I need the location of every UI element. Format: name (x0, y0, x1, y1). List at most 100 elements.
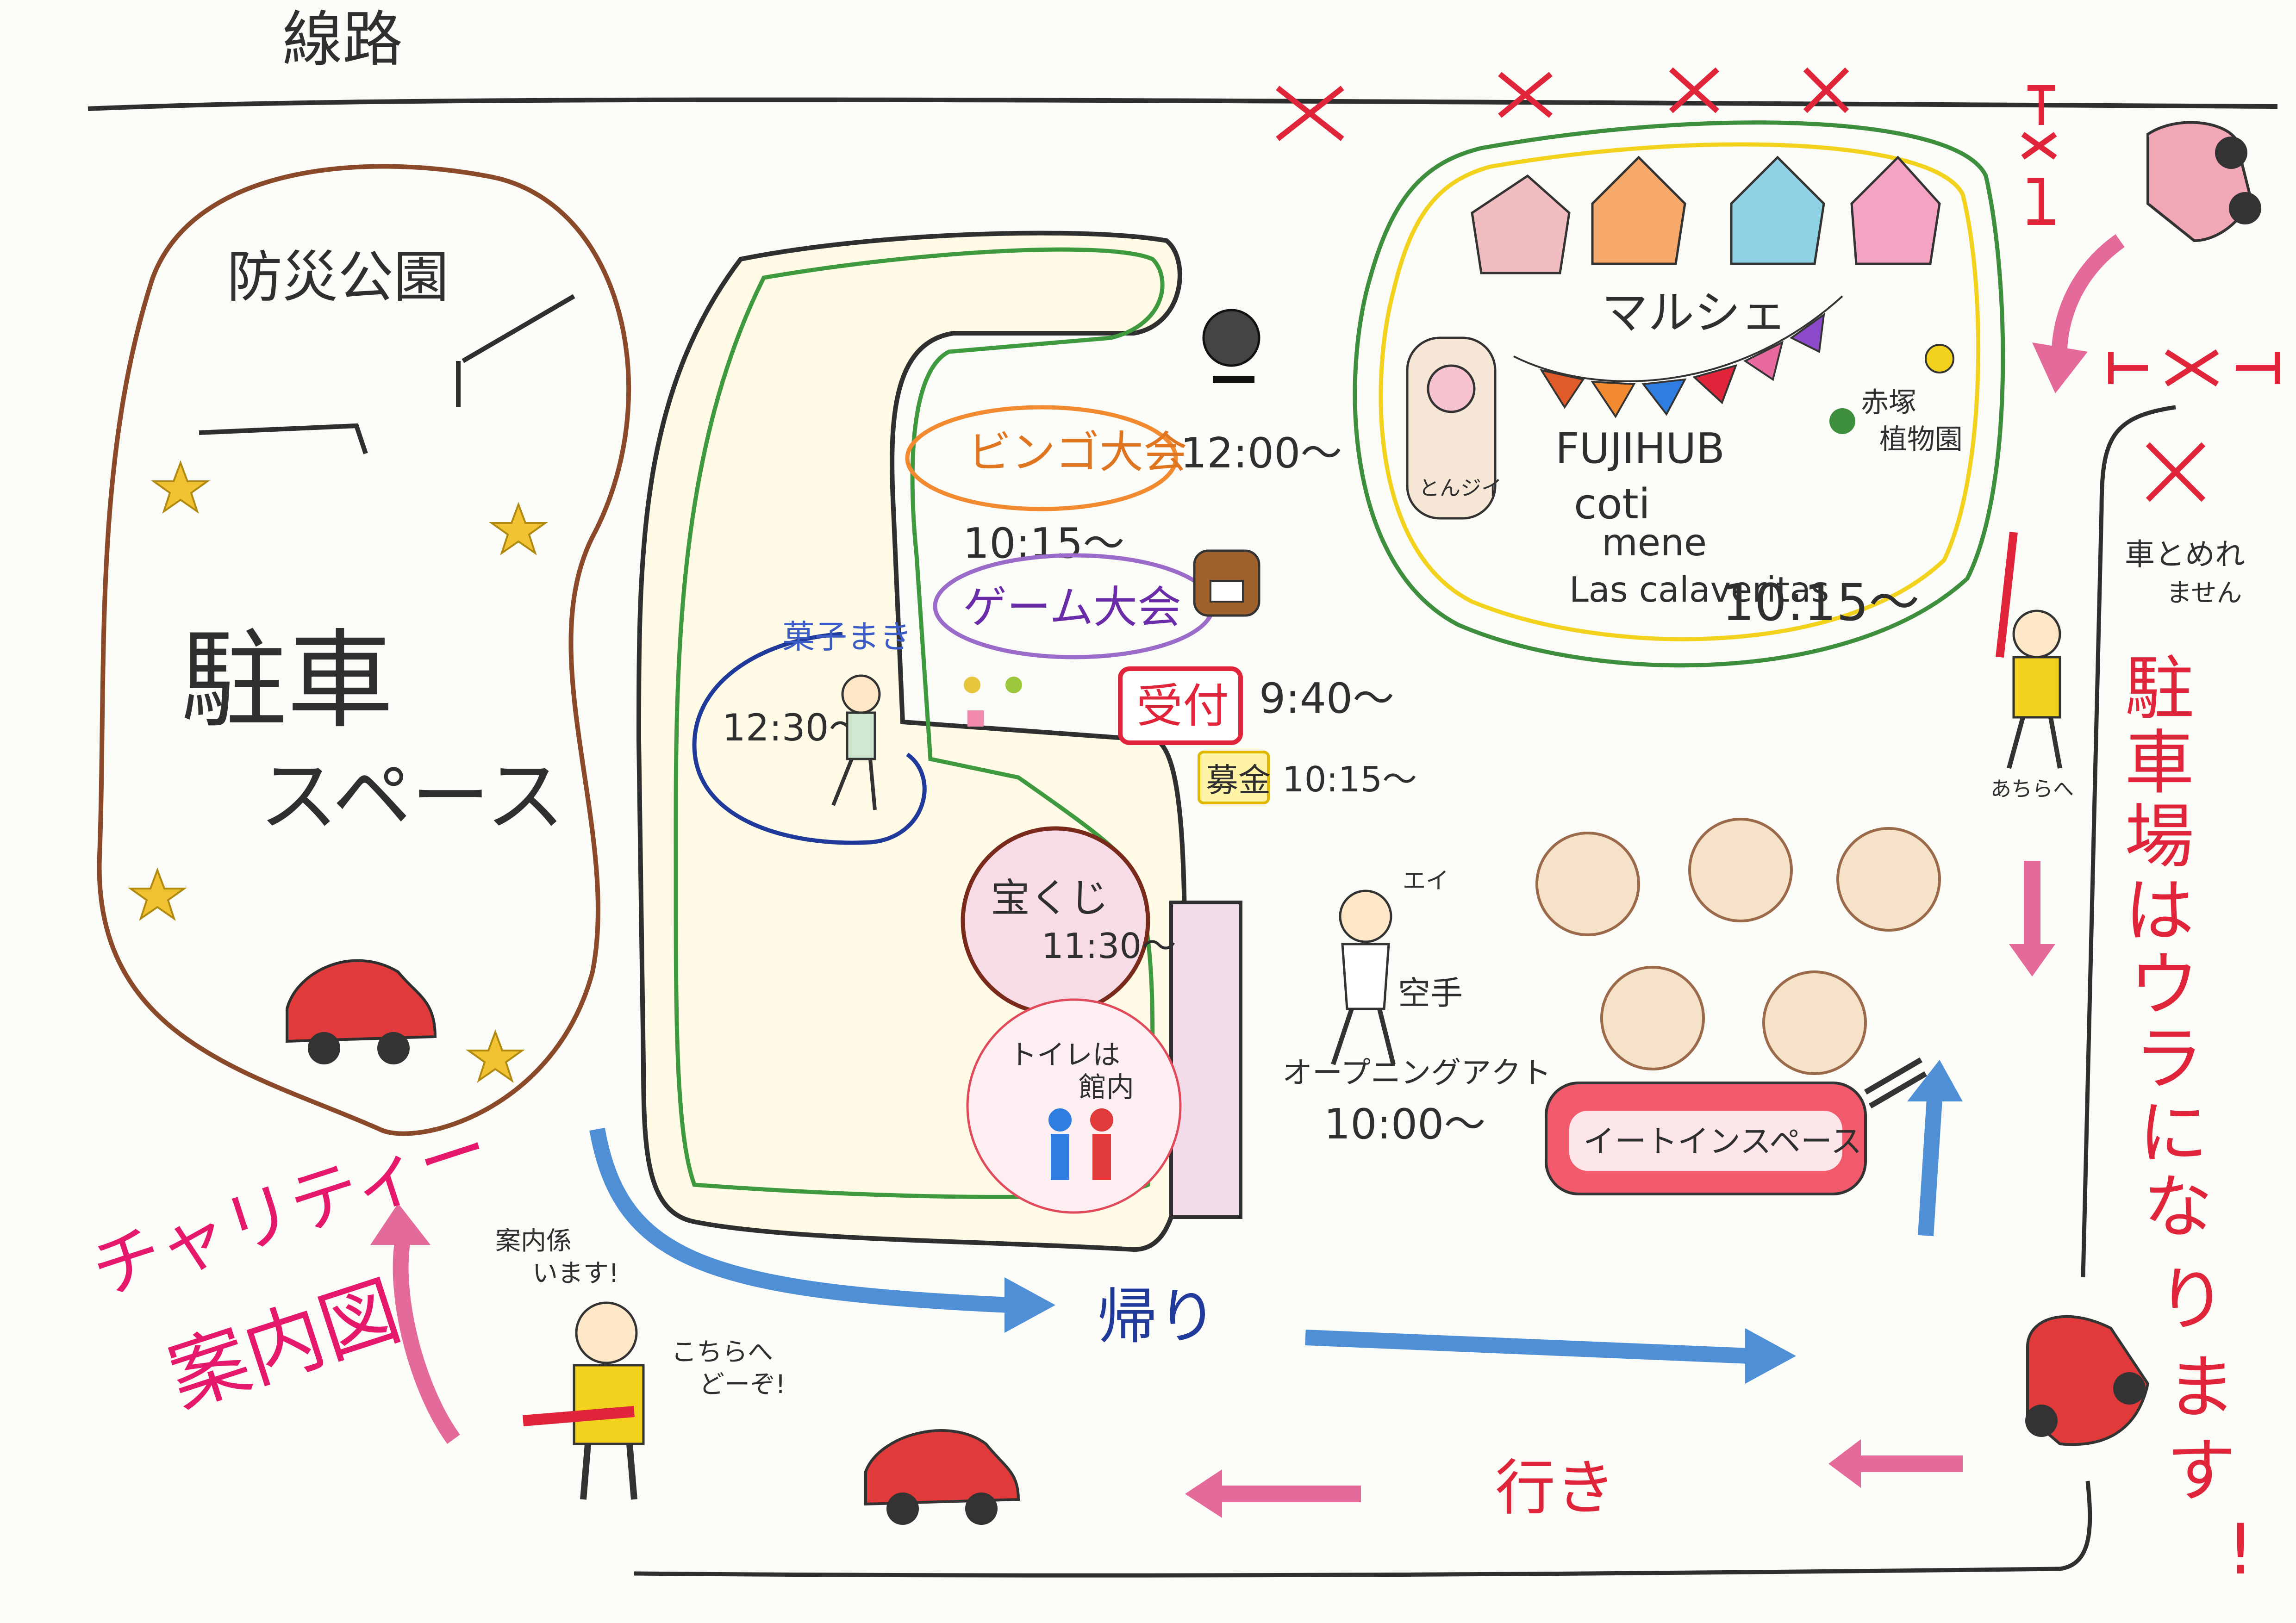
road-edge-bottom (634, 1480, 2092, 1578)
marche-vendor-4: Las calaveritas (1569, 569, 1829, 610)
monster-icon (1193, 549, 1260, 617)
bingo-ring (905, 405, 1178, 511)
candy-person-icon (831, 674, 881, 810)
chopsticks-icon (1864, 1057, 1928, 1109)
game-time: 10:15〜 (963, 519, 1124, 568)
donation-time: 10:15〜 (1282, 759, 1417, 800)
arrow-pink (393, 1239, 460, 1444)
parking-notice-char: ラ (2134, 1019, 2203, 1100)
parking-notice-char: ウ (2129, 945, 2199, 1026)
car-icon (286, 959, 437, 1064)
flow-go-label: 行き (1495, 1453, 1616, 1523)
car-icon (864, 1429, 1020, 1525)
guard-text: あちらへ (1990, 777, 2074, 801)
bunting-flags (1513, 295, 1843, 418)
reception-label: 受付 (1136, 679, 1229, 733)
tent-icon (1471, 174, 1571, 274)
arrow-pink (370, 1203, 430, 1245)
road-edge-right (2081, 405, 2176, 1278)
toilet-label-2: 館内 (1079, 1071, 1134, 1104)
donation-box (1198, 751, 1270, 804)
parking-notice-char: ま (2166, 1348, 2236, 1428)
parking-notice-char: り (2157, 1260, 2227, 1340)
blocked-gate-icon (2021, 85, 2280, 387)
lottery-time: 11:30〜 (1042, 926, 1176, 966)
mascot-name: とんジイ (1419, 476, 1502, 500)
arrow-blue (589, 1128, 1010, 1313)
no-parking-text-2: ません (2166, 578, 2242, 608)
guide-person-text-2: います! (532, 1258, 619, 1288)
flow-return-label: 帰り (1097, 1281, 1217, 1352)
x-mark-icon (1276, 67, 2206, 502)
clover-icon (1829, 408, 1855, 434)
arrow-pink (1222, 1486, 1361, 1502)
no-parking-text-1: 車とめれ (2125, 537, 2245, 572)
arrow-pink (1828, 1439, 1861, 1488)
arrow-blue (1305, 1330, 1750, 1364)
railway-line (87, 97, 2278, 111)
arrow-pink (1861, 1455, 1963, 1472)
marche-time: 10:15〜 (1722, 573, 1920, 632)
guard-person-icon (1996, 532, 2062, 769)
parking-notice-char: ! (2227, 1510, 2254, 1590)
karate-opening: オープニングアクト (1282, 1056, 1551, 1090)
marche-garden-1: 赤塚 (1861, 386, 1916, 419)
bingo-label: ビンゴ大会 (967, 427, 1187, 478)
guide-speech-1: こちらへ (671, 1337, 773, 1367)
charity-title: チャリティー 案内図 (82, 1108, 499, 1425)
arrow-blue (1004, 1277, 1055, 1333)
parking-notice-char: 駐 (2125, 649, 2194, 729)
marche-outline-yellow (1379, 142, 1981, 641)
marche-outline-green (1353, 120, 2005, 668)
flower-icon (1925, 344, 1954, 373)
donation-label: 募金 (1206, 761, 1271, 799)
karate-person-icon (1331, 889, 1396, 1065)
candy-time: 12:30〜 (722, 706, 866, 749)
guide-person-icon (523, 1301, 645, 1500)
parking-notice-char: は (2125, 871, 2194, 951)
toilet-ring (966, 998, 1182, 1214)
lottery-label: 宝くじ (991, 876, 1109, 921)
parking-notice-char: 場 (2125, 797, 2194, 877)
arrow-blue (1745, 1328, 1796, 1384)
marche-title: マルシェ (1602, 286, 1787, 340)
park-name: 防災公園 (227, 245, 449, 310)
candy-icon (964, 677, 980, 693)
reception-box (1118, 666, 1243, 745)
marche-vendor-3: mene (1602, 521, 1707, 564)
eat-in-label: イートインスペース (1583, 1124, 1862, 1160)
game-label: ゲーム大会 (963, 582, 1181, 633)
car-icon (2025, 1315, 2150, 1446)
parking-notice-char: に (2139, 1093, 2208, 1174)
charity-title-line1: チャリティー (82, 1108, 499, 1312)
arrow-blue (1907, 1060, 1963, 1101)
railway-label: 線路 (282, 4, 403, 75)
karate-time: 10:00〜 (1324, 1100, 1485, 1149)
arrow-blue (1918, 1091, 1943, 1237)
candy-label: 菓子まき (782, 618, 912, 656)
arrow-pink (2032, 342, 2088, 393)
arrow-pink (2024, 861, 2040, 944)
parking-notice: 駐 車 場 は ウ ラ に な り ま す ! (2125, 649, 2254, 1590)
park-path-line (199, 294, 575, 454)
marche-vendor-1: FUJIHUB (1555, 424, 1725, 473)
karate-callout: エイ (1403, 867, 1449, 894)
karate-label: 空手 (1398, 974, 1463, 1012)
guide-person-text-1: 案内係 (495, 1226, 572, 1256)
pig-icon (1427, 364, 1476, 413)
parking-notice-char: な (2143, 1167, 2213, 1248)
toilet-icon (1048, 1108, 1113, 1180)
marche-garden-2: 植物園 (1879, 423, 1963, 456)
park-outline (97, 164, 631, 1136)
candy-icon (967, 710, 984, 727)
tent-icon (1730, 155, 1825, 265)
bingo-time: 12:00〜 (1180, 429, 1342, 478)
globe-icon (1202, 309, 1260, 383)
parking-notice-char: 車 (2125, 723, 2194, 803)
charity-title-line2: 案内図 (158, 1265, 411, 1425)
tent-icon (1850, 155, 1941, 265)
candy-ring (692, 632, 927, 845)
car-icon (2146, 121, 2261, 243)
candy-icon (1005, 677, 1022, 693)
